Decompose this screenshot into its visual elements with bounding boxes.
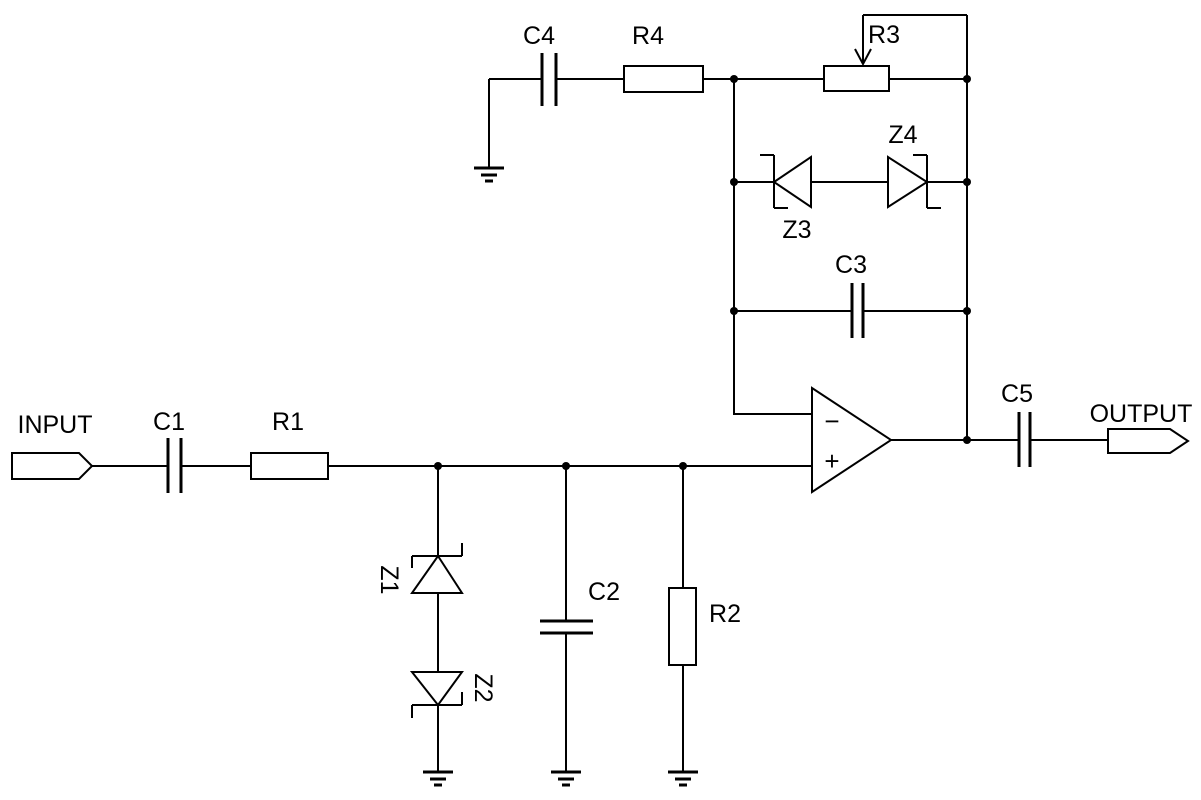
c2-label: C2 <box>588 578 620 606</box>
zener-z4-symbol <box>887 154 941 209</box>
wire-feedback-left-vertical <box>733 79 812 415</box>
input-port-symbol <box>11 452 94 480</box>
r4-label: R4 <box>632 22 664 50</box>
zener-z1-symbol <box>410 543 464 594</box>
labels: INPUT C1 R1 C4 R4 R3 Z4 Z3 C3 C5 OUTPUT … <box>18 21 1193 703</box>
z2-label: Z2 <box>469 673 497 702</box>
capacitor-c3-symbol <box>850 283 865 338</box>
zener-z3-symbol <box>760 154 812 209</box>
ground-symbol-r2 <box>668 770 698 787</box>
junction-dot <box>963 75 971 83</box>
junction-dot <box>679 462 687 470</box>
opamp-symbol <box>811 386 893 494</box>
ground-symbol-z2 <box>423 770 453 787</box>
opamp-minus-sign: − <box>824 406 839 436</box>
junction-dots <box>434 75 971 470</box>
c1-label: C1 <box>153 408 185 436</box>
r3-wiper-arrowhead <box>854 48 872 67</box>
capacitor-c2-symbol <box>540 619 593 635</box>
junction-dot <box>730 75 738 83</box>
output-label: OUTPUT <box>1090 400 1193 428</box>
input-label: INPUT <box>18 411 93 439</box>
junction-dot <box>434 462 442 470</box>
resistor-r1-symbol <box>250 452 329 480</box>
r2-label: R2 <box>709 600 741 628</box>
c5-label: C5 <box>1001 380 1033 408</box>
resistor-r2-symbol <box>668 587 697 666</box>
junction-dot <box>730 178 738 186</box>
junction-dot <box>730 307 738 315</box>
z3-label: Z3 <box>782 216 811 244</box>
potentiometer-r3-symbol <box>823 15 890 92</box>
junction-dot <box>963 178 971 186</box>
r3-label: R3 <box>868 21 900 49</box>
junction-dot <box>963 307 971 315</box>
c4-label: C4 <box>523 22 555 50</box>
wires <box>92 14 1108 772</box>
capacitor-c1-symbol <box>166 438 183 493</box>
c3-label: C3 <box>835 251 867 279</box>
junction-dot <box>562 462 570 470</box>
zener-z2-symbol <box>409 671 464 718</box>
ground-symbol-c4 <box>474 166 504 183</box>
capacitor-c5-symbol <box>1017 412 1032 467</box>
z4-label: Z4 <box>888 121 917 149</box>
capacitor-c4-symbol <box>540 53 558 106</box>
junction-dot <box>963 436 971 444</box>
resistor-r4-symbol <box>623 65 704 93</box>
z1-label: Z1 <box>375 565 403 594</box>
opamp-plus-sign: + <box>824 446 839 476</box>
output-port-symbol <box>1107 428 1190 454</box>
ground-symbol-c2 <box>551 770 581 787</box>
r1-label: R1 <box>272 408 304 436</box>
